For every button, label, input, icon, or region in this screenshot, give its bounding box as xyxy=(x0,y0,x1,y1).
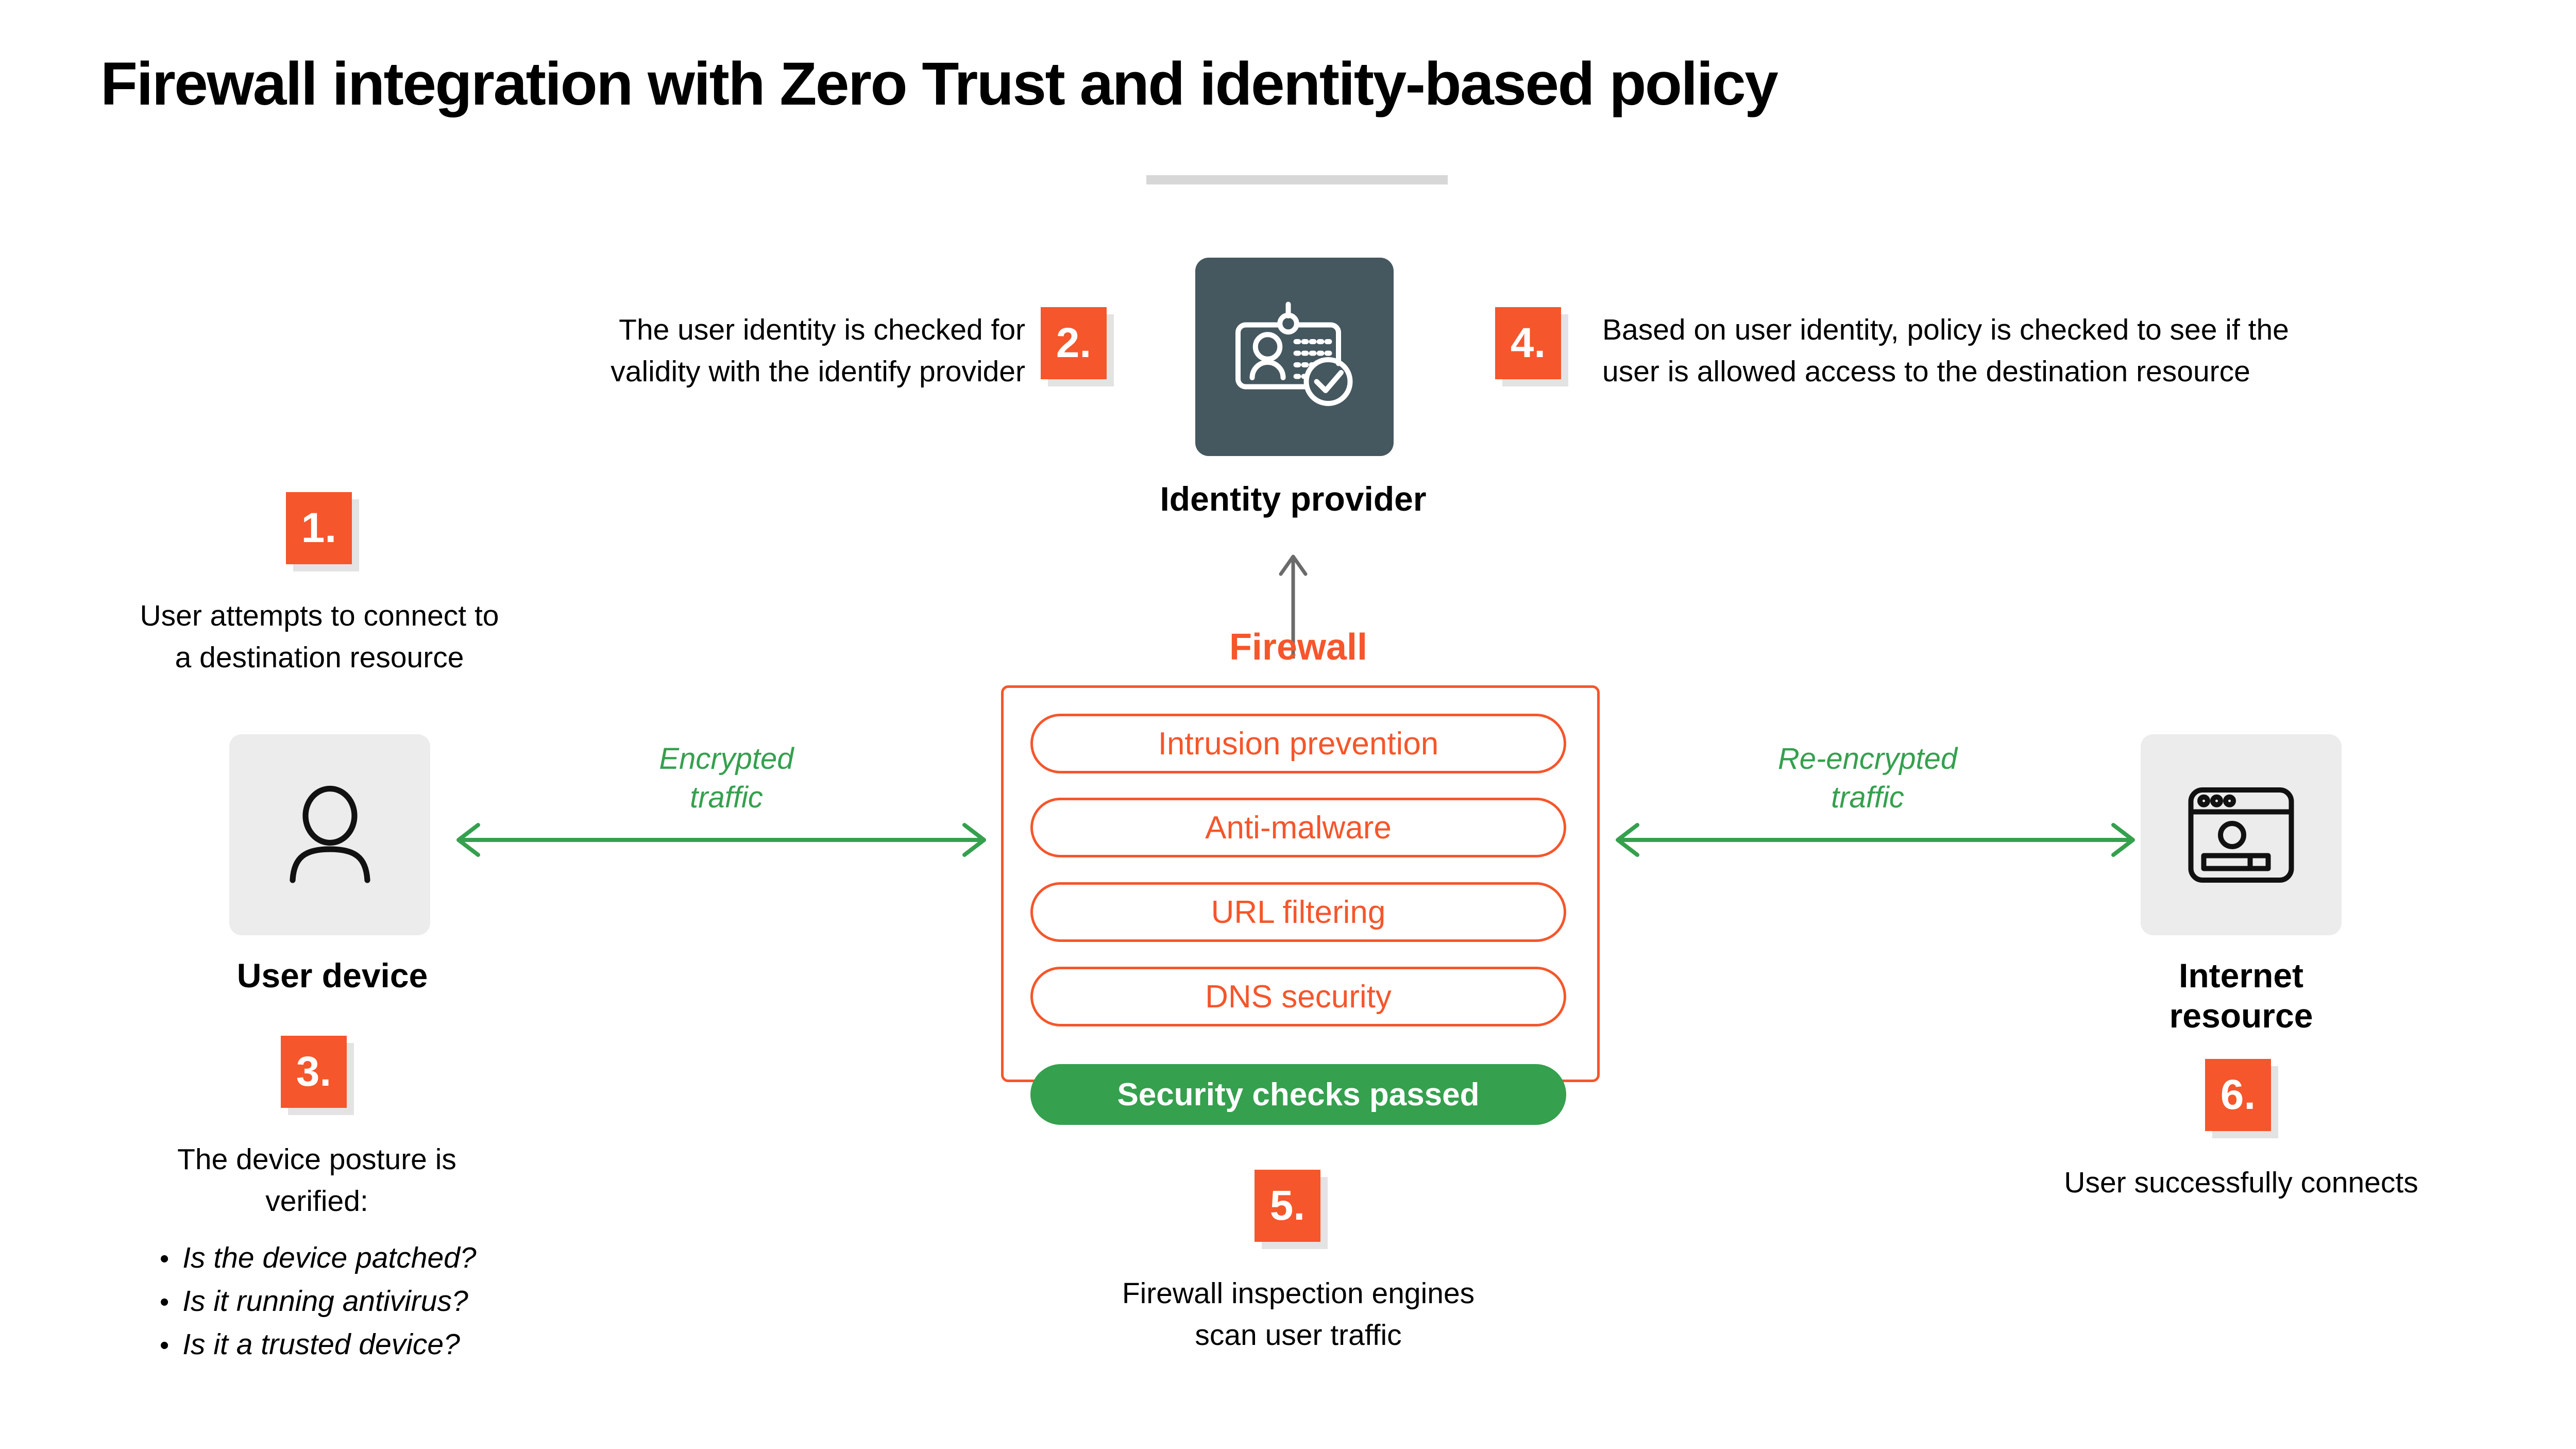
posture-check-2: Is it running antivirus? xyxy=(182,1284,468,1318)
firewall-engine-anti-malware[interactable]: Anti-malware xyxy=(1030,798,1566,857)
security-checks-passed-badge: Security checks passed xyxy=(1030,1064,1566,1125)
firewall-engine-intrusion-prevention[interactable]: Intrusion prevention xyxy=(1030,714,1566,773)
step-5-line-1: Firewall inspection engines xyxy=(1122,1277,1475,1310)
step-2-badge: 2. xyxy=(1041,307,1107,379)
firewall-title: Firewall xyxy=(1229,627,1368,668)
internet-resource-label-line-1: Internet xyxy=(2178,956,2304,995)
step-4-badge: 4. xyxy=(1495,307,1561,379)
encrypted-traffic-label: Encrypted traffic xyxy=(520,739,933,817)
internet-resource-label: Internet resource xyxy=(2035,956,2447,1036)
step-4-line-1: Based on user identity, policy is checke… xyxy=(1602,313,2289,346)
step-3-line-2: verified: xyxy=(265,1184,368,1218)
re-encrypted-traffic-label: Re-encrypted traffic xyxy=(1643,739,2092,817)
step-6-line-1: User successfully connects xyxy=(2064,1166,2418,1199)
step-3-description: The device posture is verified: xyxy=(75,1139,559,1222)
step-5-line-2: scan user traffic xyxy=(1195,1318,1402,1352)
step-6-badge: 6. xyxy=(2205,1059,2271,1131)
title-divider xyxy=(1146,175,1448,184)
encrypted-traffic-line-2: traffic xyxy=(690,781,763,815)
bullet-icon: • xyxy=(160,1244,170,1274)
step-2-line-1: The user identity is checked for xyxy=(619,313,1025,346)
bullet-icon: • xyxy=(160,1330,170,1360)
step-2-description: The user identity is checked for validit… xyxy=(453,309,1025,393)
list-item: • Is it running antivirus? xyxy=(160,1280,623,1323)
arrow-user-device-to-firewall xyxy=(448,817,994,863)
list-item: • Is it a trusted device? xyxy=(160,1323,623,1367)
firewall-engine-url-filtering[interactable]: URL filtering xyxy=(1030,882,1566,942)
step-3-line-1: The device posture is xyxy=(177,1143,456,1176)
step-5-badge: 5. xyxy=(1255,1170,1320,1242)
arrow-firewall-to-internet-resource xyxy=(1607,817,2143,863)
step-1-line-1: User attempts to connect to xyxy=(140,599,499,632)
re-encrypted-traffic-line-2: traffic xyxy=(1831,781,1904,815)
arrow-firewall-to-identity-provider xyxy=(1257,551,1329,660)
browser-window-icon xyxy=(2184,782,2298,888)
page-title: Firewall integration with Zero Trust and… xyxy=(100,50,1778,118)
encrypted-traffic-line-1: Encrypted xyxy=(659,742,794,776)
identity-provider-label: Identity provider xyxy=(1160,480,1427,518)
internet-resource-label-line-2: resource xyxy=(2169,996,2313,1035)
step-3-badge: 3. xyxy=(281,1036,347,1108)
bullet-icon: • xyxy=(160,1287,170,1317)
step-5-description: Firewall inspection engines scan user tr… xyxy=(994,1273,1602,1356)
step-1-badge: 1. xyxy=(286,492,352,564)
re-encrypted-traffic-line-1: Re-encrypted xyxy=(1777,742,1958,776)
posture-check-3: Is it a trusted device? xyxy=(182,1327,460,1361)
step-2-line-2: validity with the identify provider xyxy=(611,355,1025,388)
step-4-description: Based on user identity, policy is checke… xyxy=(1602,309,2478,393)
id-badge-check-icon xyxy=(1230,298,1359,416)
list-item: • Is the device patched? xyxy=(160,1237,623,1280)
posture-check-1: Is the device patched? xyxy=(182,1241,477,1274)
user-device-label: User device xyxy=(236,956,428,995)
posture-check-list: • Is the device patched? • Is it running… xyxy=(160,1237,623,1366)
user-device-tile xyxy=(229,734,430,935)
person-icon xyxy=(282,785,378,885)
step-1-line-2: a destination resource xyxy=(175,641,464,674)
step-4-line-2: user is allowed access to the destinatio… xyxy=(1602,355,2250,388)
internet-resource-tile xyxy=(2141,734,2342,935)
step-1-description: User attempts to connect to a destinatio… xyxy=(62,595,577,679)
identity-provider-tile xyxy=(1195,258,1394,456)
firewall-engine-dns-security[interactable]: DNS security xyxy=(1030,967,1566,1026)
step-6-description: User successfully connects xyxy=(1953,1162,2530,1204)
